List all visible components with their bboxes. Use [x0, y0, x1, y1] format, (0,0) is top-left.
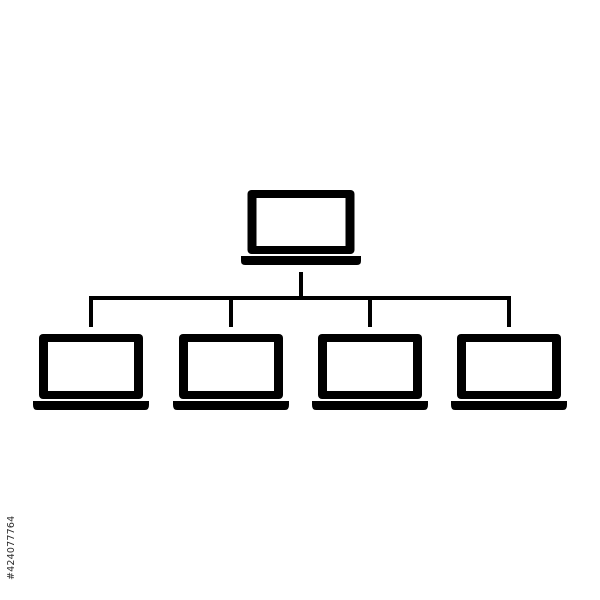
root-laptop-icon [241, 190, 361, 265]
connector-lines [89, 272, 511, 327]
child-laptop-icon-3 [312, 334, 428, 410]
child-laptop-icon-2 [173, 334, 289, 410]
stock-id-label: #424077764 [6, 515, 17, 580]
child-laptop-icon-4 [451, 334, 567, 410]
child-laptop-icon-1 [33, 334, 149, 410]
